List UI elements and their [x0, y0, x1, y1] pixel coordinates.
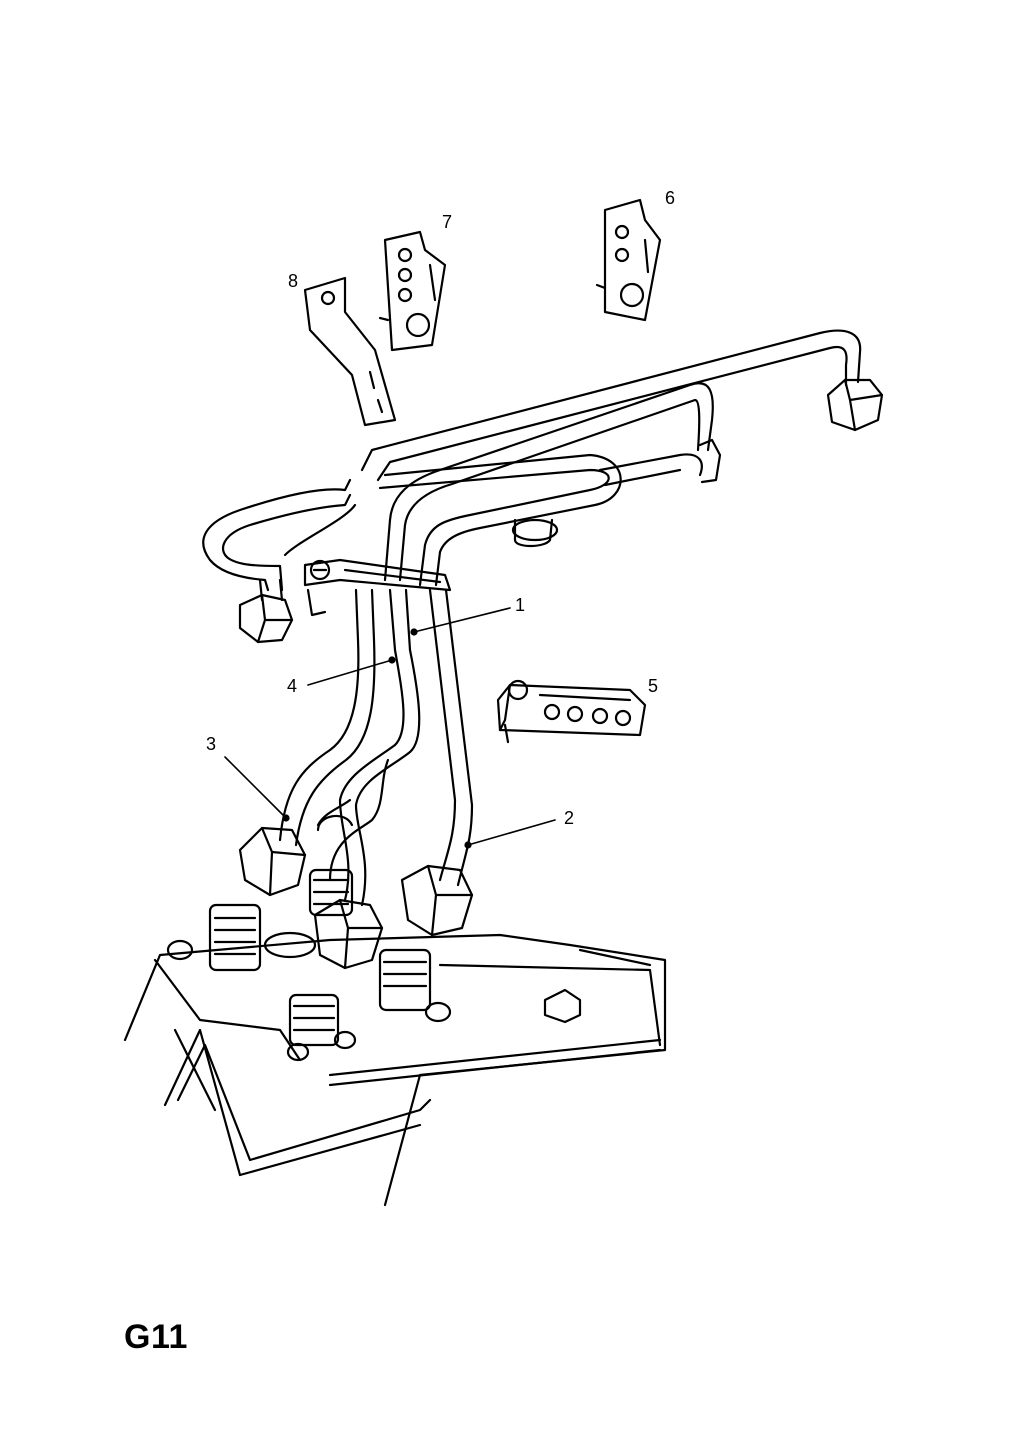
callout-3: 3	[206, 734, 216, 754]
bracket-8	[303, 276, 397, 427]
pipe-3	[278, 588, 376, 847]
callout-2: 2	[564, 808, 574, 828]
callout-5: 5	[648, 676, 658, 696]
upper-pipe-bundle	[202, 329, 862, 602]
callout-leaders	[224, 607, 556, 849]
pipe-clamp-on-bundle	[303, 558, 452, 617]
callout-1: 1	[515, 595, 525, 615]
bracket-6	[595, 198, 662, 322]
pipe-2	[428, 588, 474, 887]
injector-union-nuts	[238, 378, 884, 644]
callout-labels: 1 2 3 4 5 6 7 8	[206, 188, 675, 828]
delivery-valve-fittings	[166, 868, 582, 1062]
callout-7: 7	[442, 212, 452, 232]
callout-6: 6	[665, 188, 675, 208]
injection-pump-body	[123, 933, 667, 1207]
callout-8: 8	[288, 271, 298, 291]
union-nuts	[238, 814, 474, 970]
callout-4: 4	[287, 676, 297, 696]
bracket-7	[378, 230, 447, 352]
clamp-5	[496, 679, 647, 744]
page-code: G11	[124, 1318, 188, 1356]
pipe-4	[338, 588, 421, 907]
